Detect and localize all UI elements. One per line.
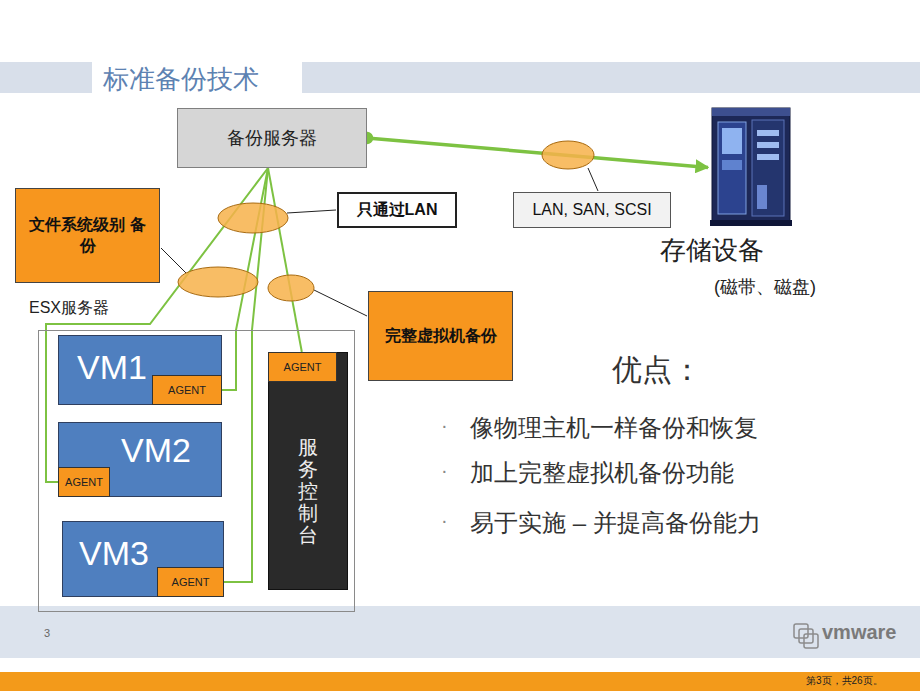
node-label: AGENT [65,476,103,488]
node-label: AGENT [168,384,206,396]
node-label: 备份服务器 [227,126,317,150]
callout-box: LAN, SAN, SCSI [513,192,671,228]
bullet-text: 加上完整虚拟机备份功能 [470,457,734,489]
server-box: 备份服务器 [177,108,367,168]
vm-box: AGENT VM3 [62,521,224,597]
window [722,128,742,154]
agent-box: AGENT [268,352,337,382]
callout-box: 完整虚拟机备份 [368,291,513,381]
node-label: LAN, SAN, SCSI [532,201,651,219]
callout-ellipse [178,267,258,297]
base [710,220,792,226]
slide-title: 标准备份技术 [103,62,259,97]
heading: 优点： [612,350,702,391]
vm-box: AGENT VM2 [58,422,222,497]
callout-ellipse [268,275,314,301]
vmware-icon [794,624,818,648]
callout-box: 文件系统级别 备份 [15,188,160,283]
node-label: (磁带、磁盘) [714,275,816,299]
cabinet [712,108,790,224]
leader-line [287,210,336,213]
storage-icon [710,108,792,226]
vm-box: AGENT VM1 [58,335,222,405]
bullet-text: 像物理主机一样备份和恢复 [470,412,758,444]
page-count: 第3页，共26页。 [806,674,883,688]
node-label: ESX服务器 [29,298,109,319]
slot [757,130,779,136]
bullet: · [441,459,448,482]
node-label: 存储设备 [660,233,764,268]
callout-ellipse [218,203,288,233]
side-panel [752,120,784,216]
agent-box: AGENT [152,375,222,405]
agent-box: AGENT [157,567,224,597]
leader-line [161,248,186,273]
door-panel [718,122,746,214]
storage-device: 存储设备(磁带、磁盘) [708,105,792,225]
callout-ellipse [542,141,594,169]
cabinet-top [712,108,790,116]
handle [757,185,767,209]
callout-box: 只通过LAN [337,192,457,228]
node-label: AGENT [284,361,322,373]
connector [268,168,302,352]
bullet: · [441,509,448,532]
agent-box: AGENT [58,467,110,497]
page-number: 3 [44,627,50,639]
bullet-text: 易于实施 – 并提高备份能力 [470,507,761,539]
service-console: AGENT 服务控制台 [268,352,348,590]
node-label: VM2 [121,431,191,470]
logo-square [799,629,813,643]
node-label: 文件系统级别 备份 [28,215,147,257]
node-label: 完整虚拟机备份 [385,326,497,347]
slot [757,142,779,148]
node-label: AGENT [172,576,210,588]
slot [757,154,779,160]
bullet: · [441,414,448,437]
window [722,160,742,170]
node-label: VM3 [79,534,149,573]
logo-square [794,624,808,638]
node-label: 服务控制台 [298,436,318,546]
page-bar [0,672,920,691]
footer-band [0,606,920,658]
connector [367,138,708,167]
node-label: VM1 [77,348,147,387]
leader-line [588,168,598,191]
leader-line [314,290,367,316]
logo-square [804,634,818,648]
esx-server: AGENTVM1AGENT服务控制台AGENTVM2AGENTVM3ESX服务器 [38,330,355,612]
logo-text: vmware [822,621,897,644]
node-label: 只通过LAN [357,200,438,221]
